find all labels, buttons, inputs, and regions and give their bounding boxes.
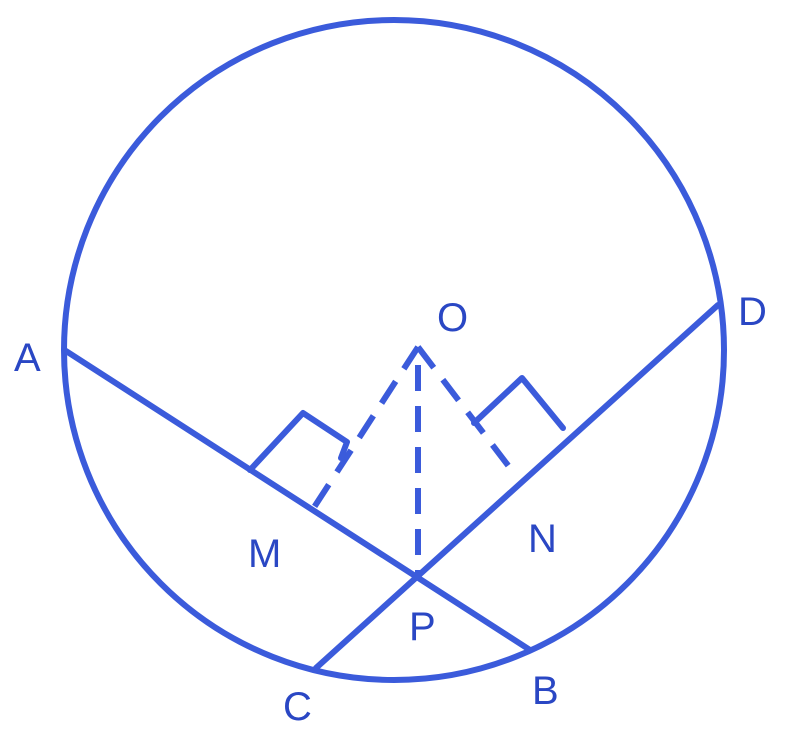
label-d: D [738, 290, 767, 334]
right-angle-mark-m [247, 410, 350, 473]
segment-on [415, 345, 513, 470]
label-p: P [409, 605, 436, 649]
chord-ab [63, 348, 533, 653]
segment-om [308, 345, 421, 514]
label-a: A [14, 336, 41, 380]
label-m: M [248, 532, 281, 576]
circle [61, 17, 727, 683]
label-o: O [437, 296, 468, 340]
label-c: C [283, 685, 312, 729]
label-n: N [528, 517, 557, 561]
label-b: B [532, 669, 559, 713]
right-angle-mark-n [471, 375, 566, 431]
chord-cd [313, 302, 721, 671]
